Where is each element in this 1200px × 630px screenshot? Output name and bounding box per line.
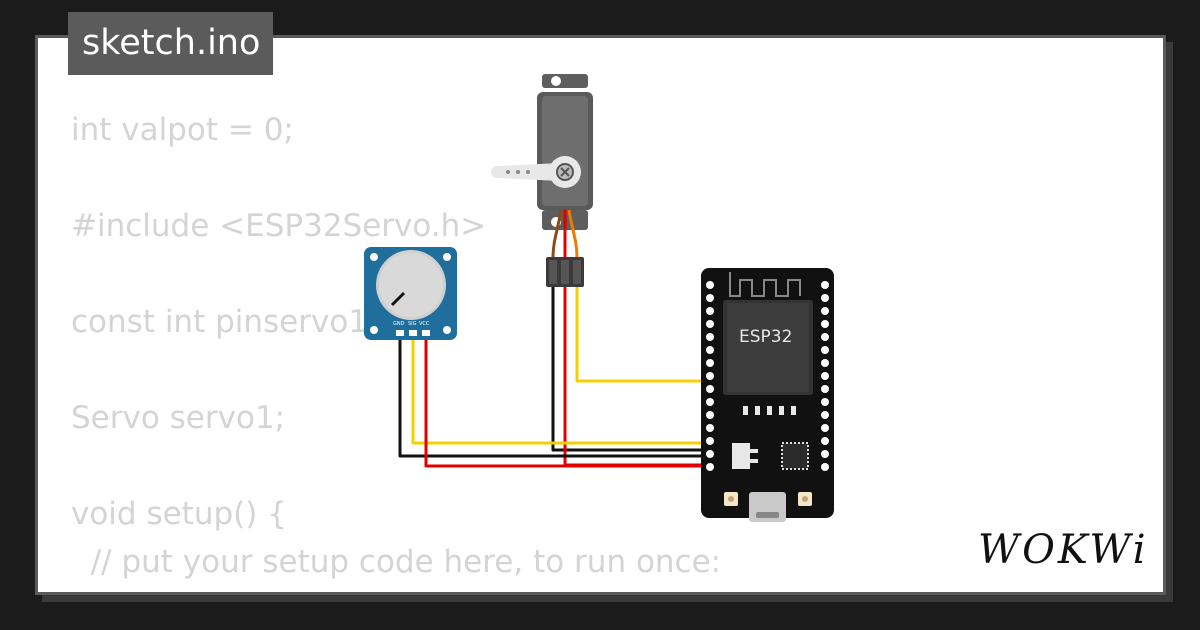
code-preview: int valpot = 0; #include <ESP32Servo.h> co…: [71, 106, 722, 592]
pot-pin-label-vcc: VCC: [419, 321, 430, 327]
code-line: void setup() {: [71, 496, 287, 532]
code-line: const int pinservo1: [71, 304, 369, 340]
wokwi-logo: WOKWi: [978, 527, 1149, 573]
file-title-tag: sketch.ino: [68, 12, 274, 75]
pot-pin-label-gnd: GND: [393, 321, 405, 327]
esp32-label: ESP32: [739, 327, 792, 347]
wire-servo-ground: [551, 284, 707, 452]
wire-servo-power: [563, 284, 707, 467]
wire-servo-signal: [575, 284, 707, 383]
potentiometer[interactable]: GND SIG VCC: [364, 247, 457, 340]
servo-motor[interactable]: [491, 74, 593, 287]
wires: [398, 284, 707, 468]
code-line: #include <ESP32Servo.h>: [71, 208, 487, 244]
wire-pot-signal: [411, 333, 707, 445]
esp32-board[interactable]: ESP32: [701, 268, 834, 522]
pin-headers: [706, 281, 829, 471]
wire-pot-vcc: [424, 333, 707, 468]
pot-pin-label-sig: SIG: [408, 321, 417, 327]
preview-card: int valpot = 0; #include <ESP32Servo.h> co…: [35, 35, 1166, 595]
wire-pot-ground: [398, 333, 707, 458]
code-line: Servo servo1;: [71, 400, 286, 436]
code-line: int valpot = 0;: [71, 112, 294, 148]
code-line: // put your setup code here, to run once…: [71, 544, 722, 580]
